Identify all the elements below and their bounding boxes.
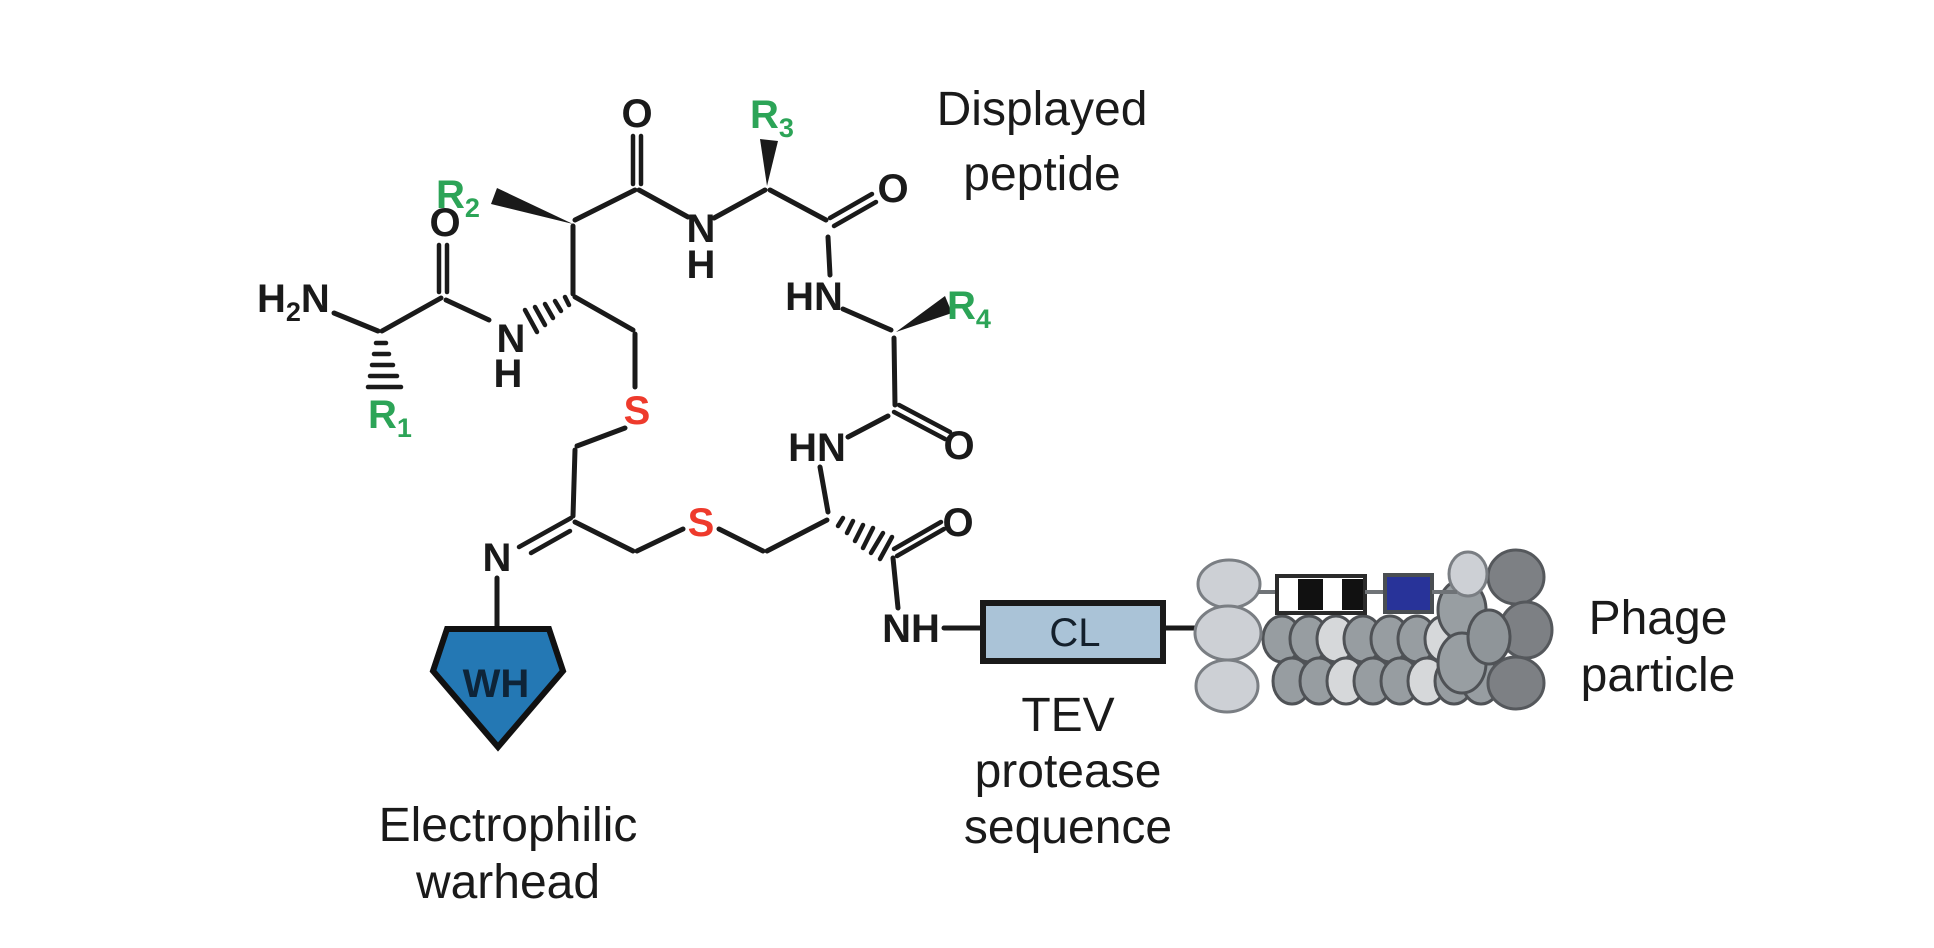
bond-lines bbox=[331, 187, 1201, 631]
hash-wedge-cys2-carbonyl bbox=[835, 515, 895, 562]
hash-wedge-r1 bbox=[365, 340, 404, 390]
warhead-pentagon: WH bbox=[429, 626, 567, 752]
linker-label: CL bbox=[1049, 611, 1100, 655]
wedge-r4 bbox=[896, 296, 952, 332]
r1-label: R1 bbox=[368, 393, 412, 443]
captions: Displayed peptide Electrophilic warhead … bbox=[379, 83, 1736, 909]
imine-nitrogen-label: N bbox=[483, 536, 512, 580]
hydrogen1-label: H bbox=[494, 352, 523, 396]
caption-electrophilic-warhead-line1: Electrophilic bbox=[379, 799, 638, 852]
linker-rect bbox=[980, 600, 1166, 664]
caption-displayed-peptide-line2: peptide bbox=[963, 148, 1120, 201]
sulfur2-label: S bbox=[688, 501, 715, 545]
sulfur1-label: S bbox=[624, 389, 651, 433]
r4-label: R4 bbox=[947, 284, 991, 334]
oxygen5-label: O bbox=[942, 501, 973, 545]
wedge-r2 bbox=[491, 188, 573, 224]
caption-displayed-peptide-line1: Displayed bbox=[937, 83, 1148, 136]
phage-genome-schematic bbox=[1258, 573, 1457, 615]
caption-phage-particle-line2: particle bbox=[1581, 649, 1736, 702]
atom-labels: H2N O N H O N H O HN O HN O NH S S N bbox=[257, 92, 975, 651]
caption-tev-protease-line2: protease bbox=[975, 745, 1162, 798]
cl-linker-box: CL bbox=[980, 600, 1166, 664]
genome-insert-box bbox=[1383, 573, 1434, 614]
phage-tail-cap bbox=[1436, 548, 1554, 711]
amide-nh-label: NH bbox=[882, 607, 940, 651]
amide-hn1-label: HN bbox=[785, 275, 843, 319]
oxygen1-label: O bbox=[429, 201, 460, 245]
phage-head-ovals bbox=[1193, 558, 1263, 714]
stereo-wedge-bonds bbox=[491, 139, 952, 332]
warhead-shape bbox=[429, 626, 567, 752]
phage-particle-graphic bbox=[1193, 548, 1554, 714]
nitrogen2-label: N bbox=[687, 207, 716, 251]
oxygen4-label: O bbox=[943, 424, 974, 468]
wedge-r3 bbox=[760, 139, 778, 186]
amine-label: H2N bbox=[257, 277, 330, 327]
r-group-labels: R1 R2 R3 R4 bbox=[368, 93, 991, 443]
hash-wedge-cys1-n bbox=[522, 294, 572, 335]
double-bonds bbox=[436, 133, 953, 559]
r2-label: R2 bbox=[436, 173, 480, 223]
caption-phage-particle-line1: Phage bbox=[1589, 592, 1728, 645]
caption-tev-protease-line3: sequence bbox=[964, 801, 1172, 854]
warhead-label: WH bbox=[463, 662, 530, 706]
amide-hn2-label: HN bbox=[788, 426, 846, 470]
r3-label: R3 bbox=[750, 93, 794, 143]
oxygen3-label: O bbox=[877, 167, 908, 211]
caption-electrophilic-warhead-line2: warhead bbox=[415, 856, 600, 909]
hydrogen2-label: H bbox=[687, 243, 716, 287]
caption-tev-protease-line1: TEV bbox=[1021, 689, 1114, 742]
nitrogen1-label: N bbox=[497, 317, 526, 361]
oxygen2-label: O bbox=[621, 92, 652, 136]
